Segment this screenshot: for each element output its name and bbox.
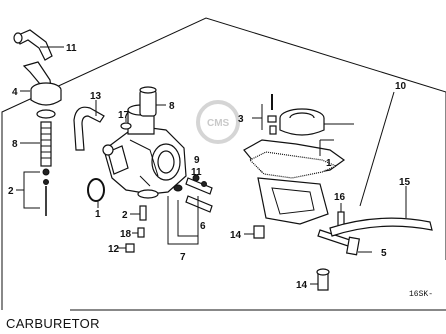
part-13-hose	[73, 100, 105, 151]
part-8-needle-assembly	[16, 109, 56, 216]
callout-14-lower: 14	[296, 280, 308, 291]
part-17-ring	[120, 118, 132, 130]
part-1-float-bowl	[243, 139, 346, 225]
callout-9: 9	[194, 155, 200, 166]
callout-8-slide: 8	[169, 101, 175, 112]
diagram-code: 16SK-	[409, 290, 434, 299]
callout-3: 3	[238, 114, 244, 125]
callout-1-right: 1	[326, 158, 332, 169]
callout-1-left: 1	[95, 209, 101, 220]
callout-labels: 11 4 8 2 13 17 8 1 2 18 12 9 11 6 7 3 10…	[8, 43, 411, 291]
part-11-elbow-pipe	[13, 29, 64, 61]
callout-18: 18	[120, 229, 132, 240]
callout-17: 17	[118, 110, 130, 121]
callout-12: 12	[108, 244, 120, 255]
callout-8-needle: 8	[12, 139, 18, 150]
cms-watermark-logo: CMS	[196, 100, 240, 144]
callout-2-left: 2	[8, 186, 14, 197]
callout-5: 5	[381, 248, 387, 259]
callout-2-center: 2	[122, 210, 128, 221]
callout-4: 4	[12, 87, 18, 98]
callout-14-upper: 14	[230, 230, 242, 241]
callout-7: 7	[180, 252, 186, 263]
callout-16: 16	[334, 192, 346, 203]
callout-10: 10	[395, 81, 407, 92]
part-8-slide	[139, 86, 166, 117]
part-5-14-15-16	[244, 186, 433, 291]
callout-11-mid: 11	[191, 167, 202, 178]
lower-hardware	[118, 205, 147, 253]
part-1-gasket-left	[87, 178, 105, 208]
callout-11-top: 11	[66, 43, 77, 54]
callout-13: 13	[90, 91, 102, 102]
callout-6: 6	[200, 221, 206, 232]
diagram-frame	[1, 17, 446, 311]
callout-15: 15	[399, 177, 411, 188]
part-6-7-9-screws	[167, 174, 213, 245]
carburetor-body	[102, 104, 187, 199]
diagram-title: CARBURETOR	[6, 316, 100, 331]
part-4-cap	[20, 61, 62, 106]
watermark-text: CMS	[207, 118, 230, 129]
part-3-10-fittings	[252, 91, 395, 207]
